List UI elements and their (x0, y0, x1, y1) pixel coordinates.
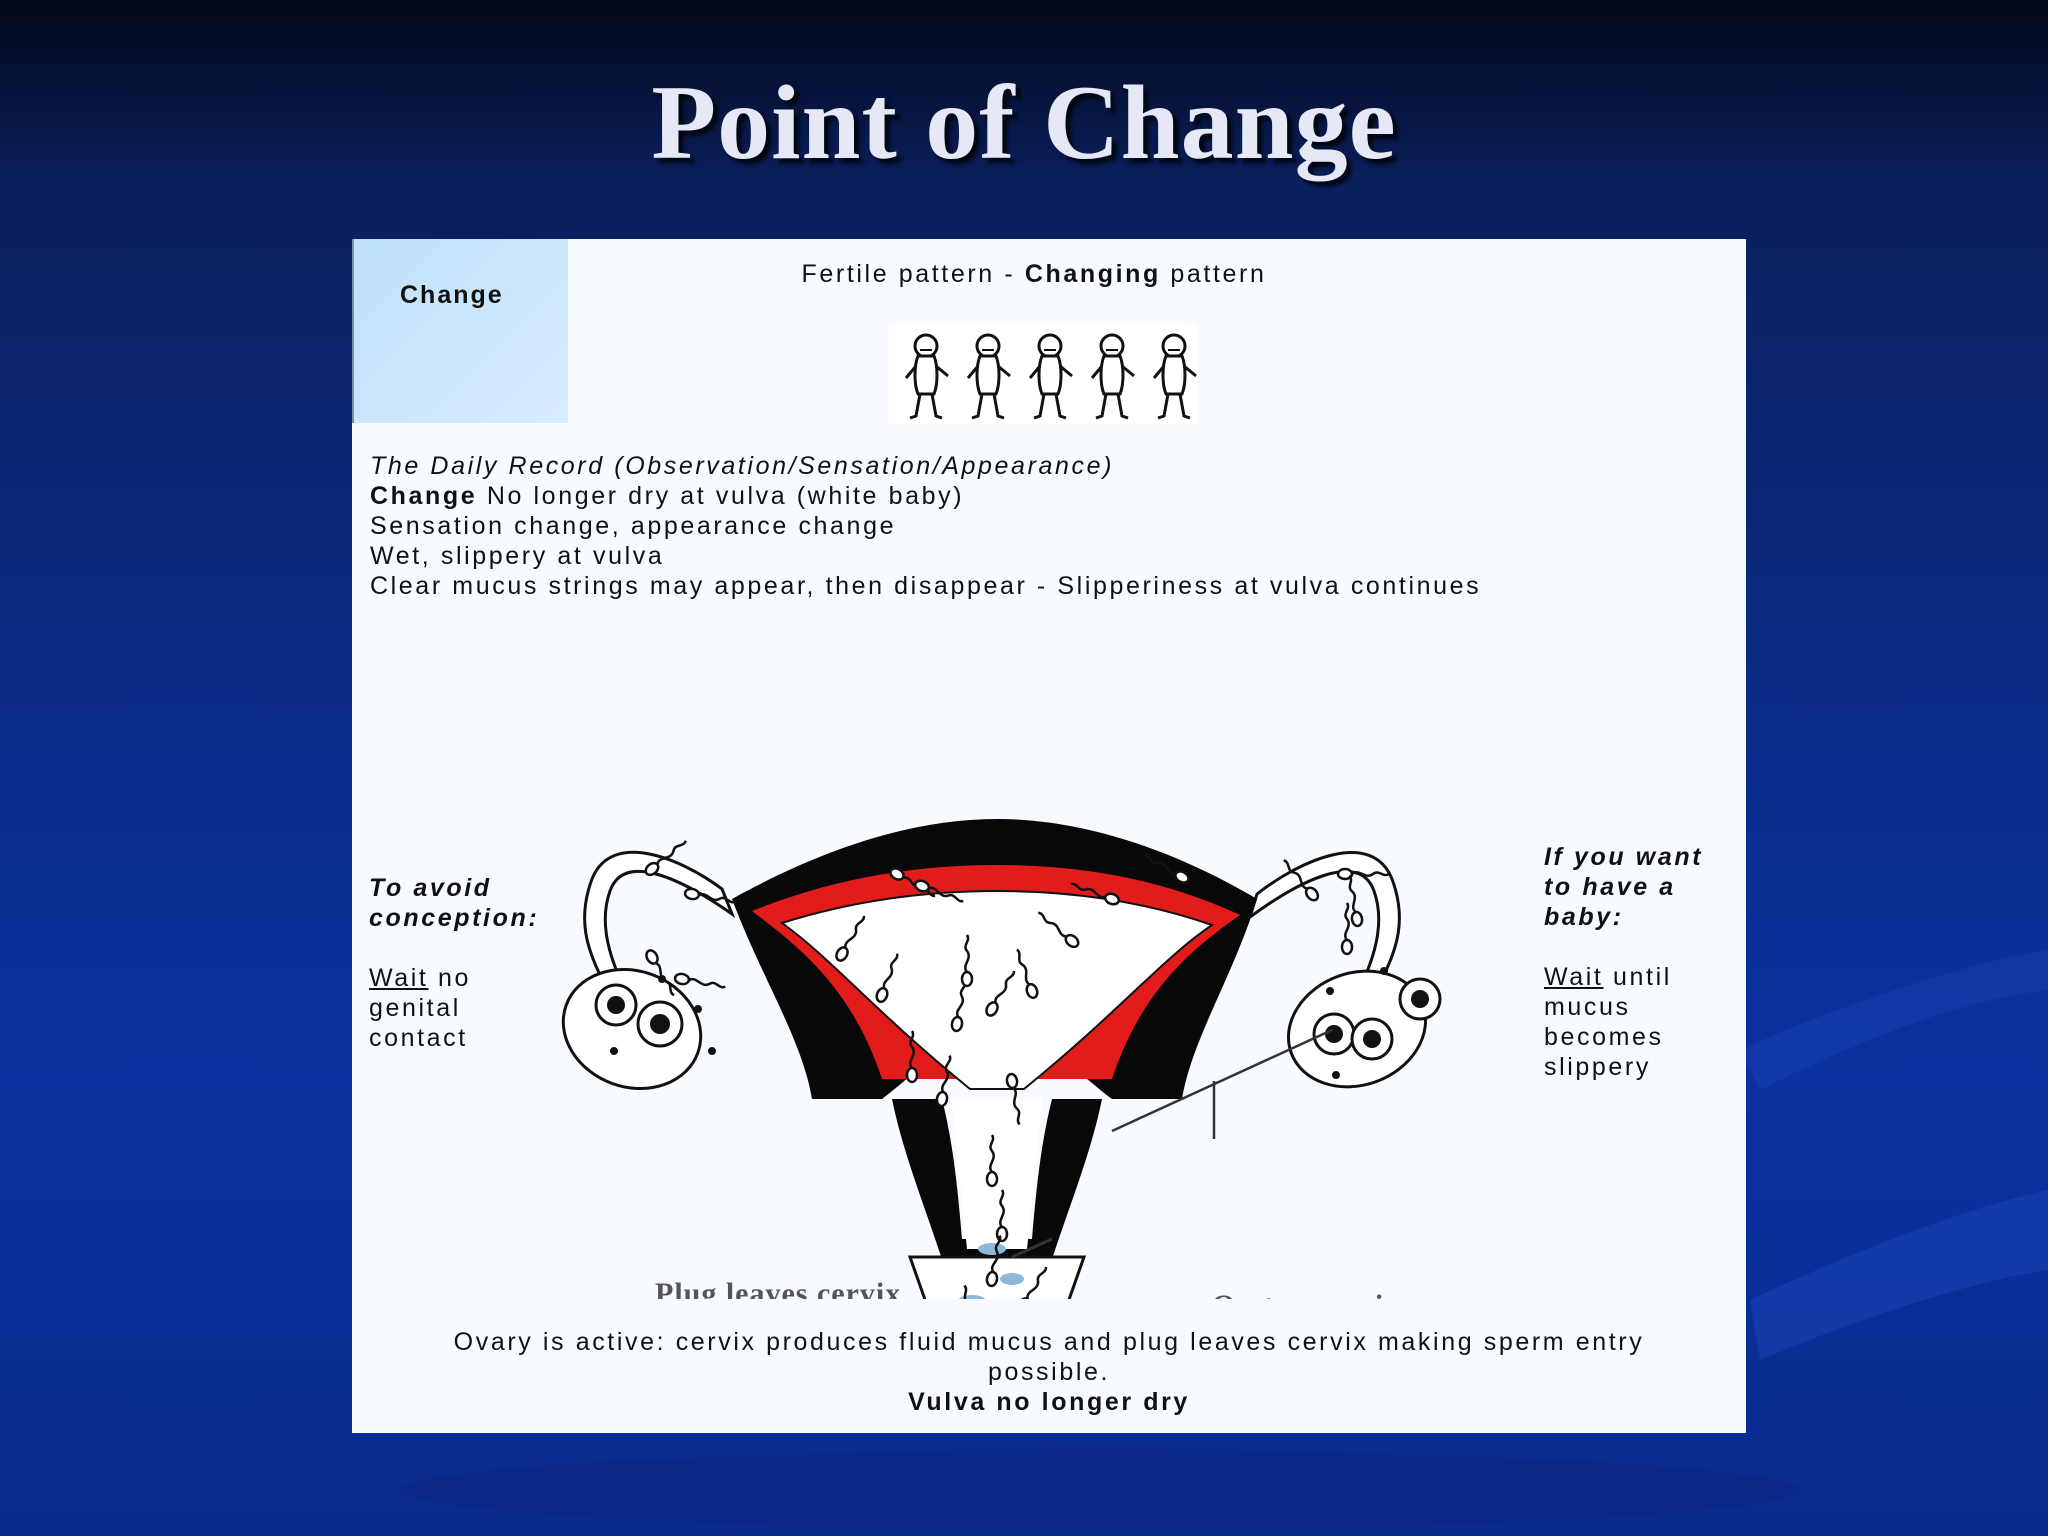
daily-record: The Daily Record (Observation/Sensation/… (370, 451, 1481, 601)
sperm-cell (673, 972, 726, 989)
avoid-conception-note: To avoid conception: Wait no genital con… (369, 873, 569, 1053)
baby-heading-line-1: If you want (1544, 843, 1704, 871)
left-ovary-follicles (594, 975, 716, 1055)
avoid-heading-line-2: conception: (369, 904, 540, 932)
plug-pointer (1011, 1237, 1053, 1259)
panel-footer: Ovary is active: cervix produces fluid m… (382, 1327, 1716, 1417)
baby-icon (1090, 333, 1135, 420)
record-line-3: Sensation change, appearance change (370, 512, 897, 540)
have-baby-note: If you want to have a baby: Wait until m… (1544, 842, 1734, 1082)
sperm-cell (935, 1055, 952, 1108)
sperm-cell (913, 879, 964, 903)
cervix (892, 1099, 1102, 1259)
plug-label: Plug leaves cervix (655, 1277, 901, 1299)
record-line-2-rest: No longer dry at vulva (white baby) (477, 482, 965, 510)
baby-stamps (888, 324, 1198, 424)
footer-line-2: possible. (987, 1358, 1111, 1386)
baby-heading-line-3: baby: (1544, 903, 1624, 931)
sperm-cell (644, 840, 687, 877)
footer-line-3: Vulva no longer dry (908, 1388, 1190, 1416)
pattern-heading-prefix: Fertile pattern - (801, 260, 1025, 288)
uterus-diagram: Plug leaves cervix Oestrogen rises (561, 819, 1442, 1299)
sperm-cell (985, 1134, 999, 1188)
baby-wait: Wait (1544, 963, 1604, 991)
baby-action-rest: until (1603, 963, 1672, 991)
change-label: Change (400, 281, 504, 309)
sperm-cell (889, 867, 936, 898)
avoid-action-line-1: Wait no (369, 963, 569, 993)
pattern-heading-bold: Changing (1024, 260, 1161, 288)
sperm-cell (1037, 911, 1080, 949)
sperm-cell (1340, 902, 1354, 956)
sperm-cell (835, 915, 866, 962)
content-panel: Change Fertile pattern - Changing patter… (352, 239, 1746, 1433)
record-line-4: Wet, slippery at vulva (370, 542, 665, 570)
sperm-cell (1016, 948, 1039, 1000)
avoid-wait: Wait (369, 964, 429, 992)
baby-heading-line-2: to have a (1544, 873, 1676, 901)
sperm-cell (905, 1030, 919, 1084)
sperm-cell (985, 970, 1016, 1017)
record-line-2: Change No longer dry at vulva (white bab… (370, 481, 1481, 511)
sperm-cell (1348, 874, 1364, 928)
pattern-heading-suffix: pattern (1160, 260, 1267, 288)
sperm-group (644, 840, 1390, 1299)
sperm-cell (1143, 853, 1190, 884)
sperm-cell (1283, 859, 1320, 902)
sperm-cell (1005, 1072, 1021, 1126)
sperm-cell (985, 1235, 1002, 1288)
avoid-heading-line-1: To avoid (369, 874, 492, 902)
baby-icon (904, 333, 949, 420)
sperm-cell (875, 953, 899, 1004)
avoid-action-rest: no (428, 964, 472, 992)
oestrogen-label: Oestrogen rises (1212, 1289, 1424, 1299)
sperm-cell (683, 887, 736, 904)
baby-icon (966, 333, 1011, 420)
slide-title: Point of Change (651, 64, 1397, 181)
sperm-cell (963, 1284, 972, 1299)
sperm-cell (960, 934, 974, 988)
left-ovary (561, 967, 703, 1091)
baby-icon (1028, 333, 1073, 420)
record-line-1: The Daily Record (Observation/Sensation/… (370, 452, 1115, 480)
record-line-5: Clear mucus strings may appear, then dis… (370, 572, 1482, 600)
sperm-cell (950, 980, 967, 1033)
baby-action-line-1: Wait until (1544, 962, 1734, 992)
avoid-action-line-2: genital (369, 994, 461, 1022)
sperm-cell (1070, 882, 1121, 906)
oestrogen-pointer (1111, 1028, 1333, 1133)
baby-action-line-2: mucus (1544, 993, 1631, 1021)
baby-action-line-3: becomes (1544, 1023, 1664, 1051)
uterus-cavity (779, 889, 1215, 1090)
record-line-2-bold: Change (370, 482, 478, 510)
baby-action-line-4: slippery (1544, 1053, 1651, 1081)
sperm-cell (645, 949, 675, 997)
baby-icon (1152, 333, 1197, 420)
footer-line-1: Ovary is active: cervix produces fluid m… (453, 1328, 1645, 1356)
right-ovary-follicles (1312, 967, 1442, 1079)
pattern-heading: Fertile pattern - Changing pattern (352, 259, 1746, 289)
change-label-box: Change (352, 239, 568, 423)
avoid-action-line-3: contact (369, 1024, 468, 1052)
sperm-cell (1017, 1266, 1048, 1299)
